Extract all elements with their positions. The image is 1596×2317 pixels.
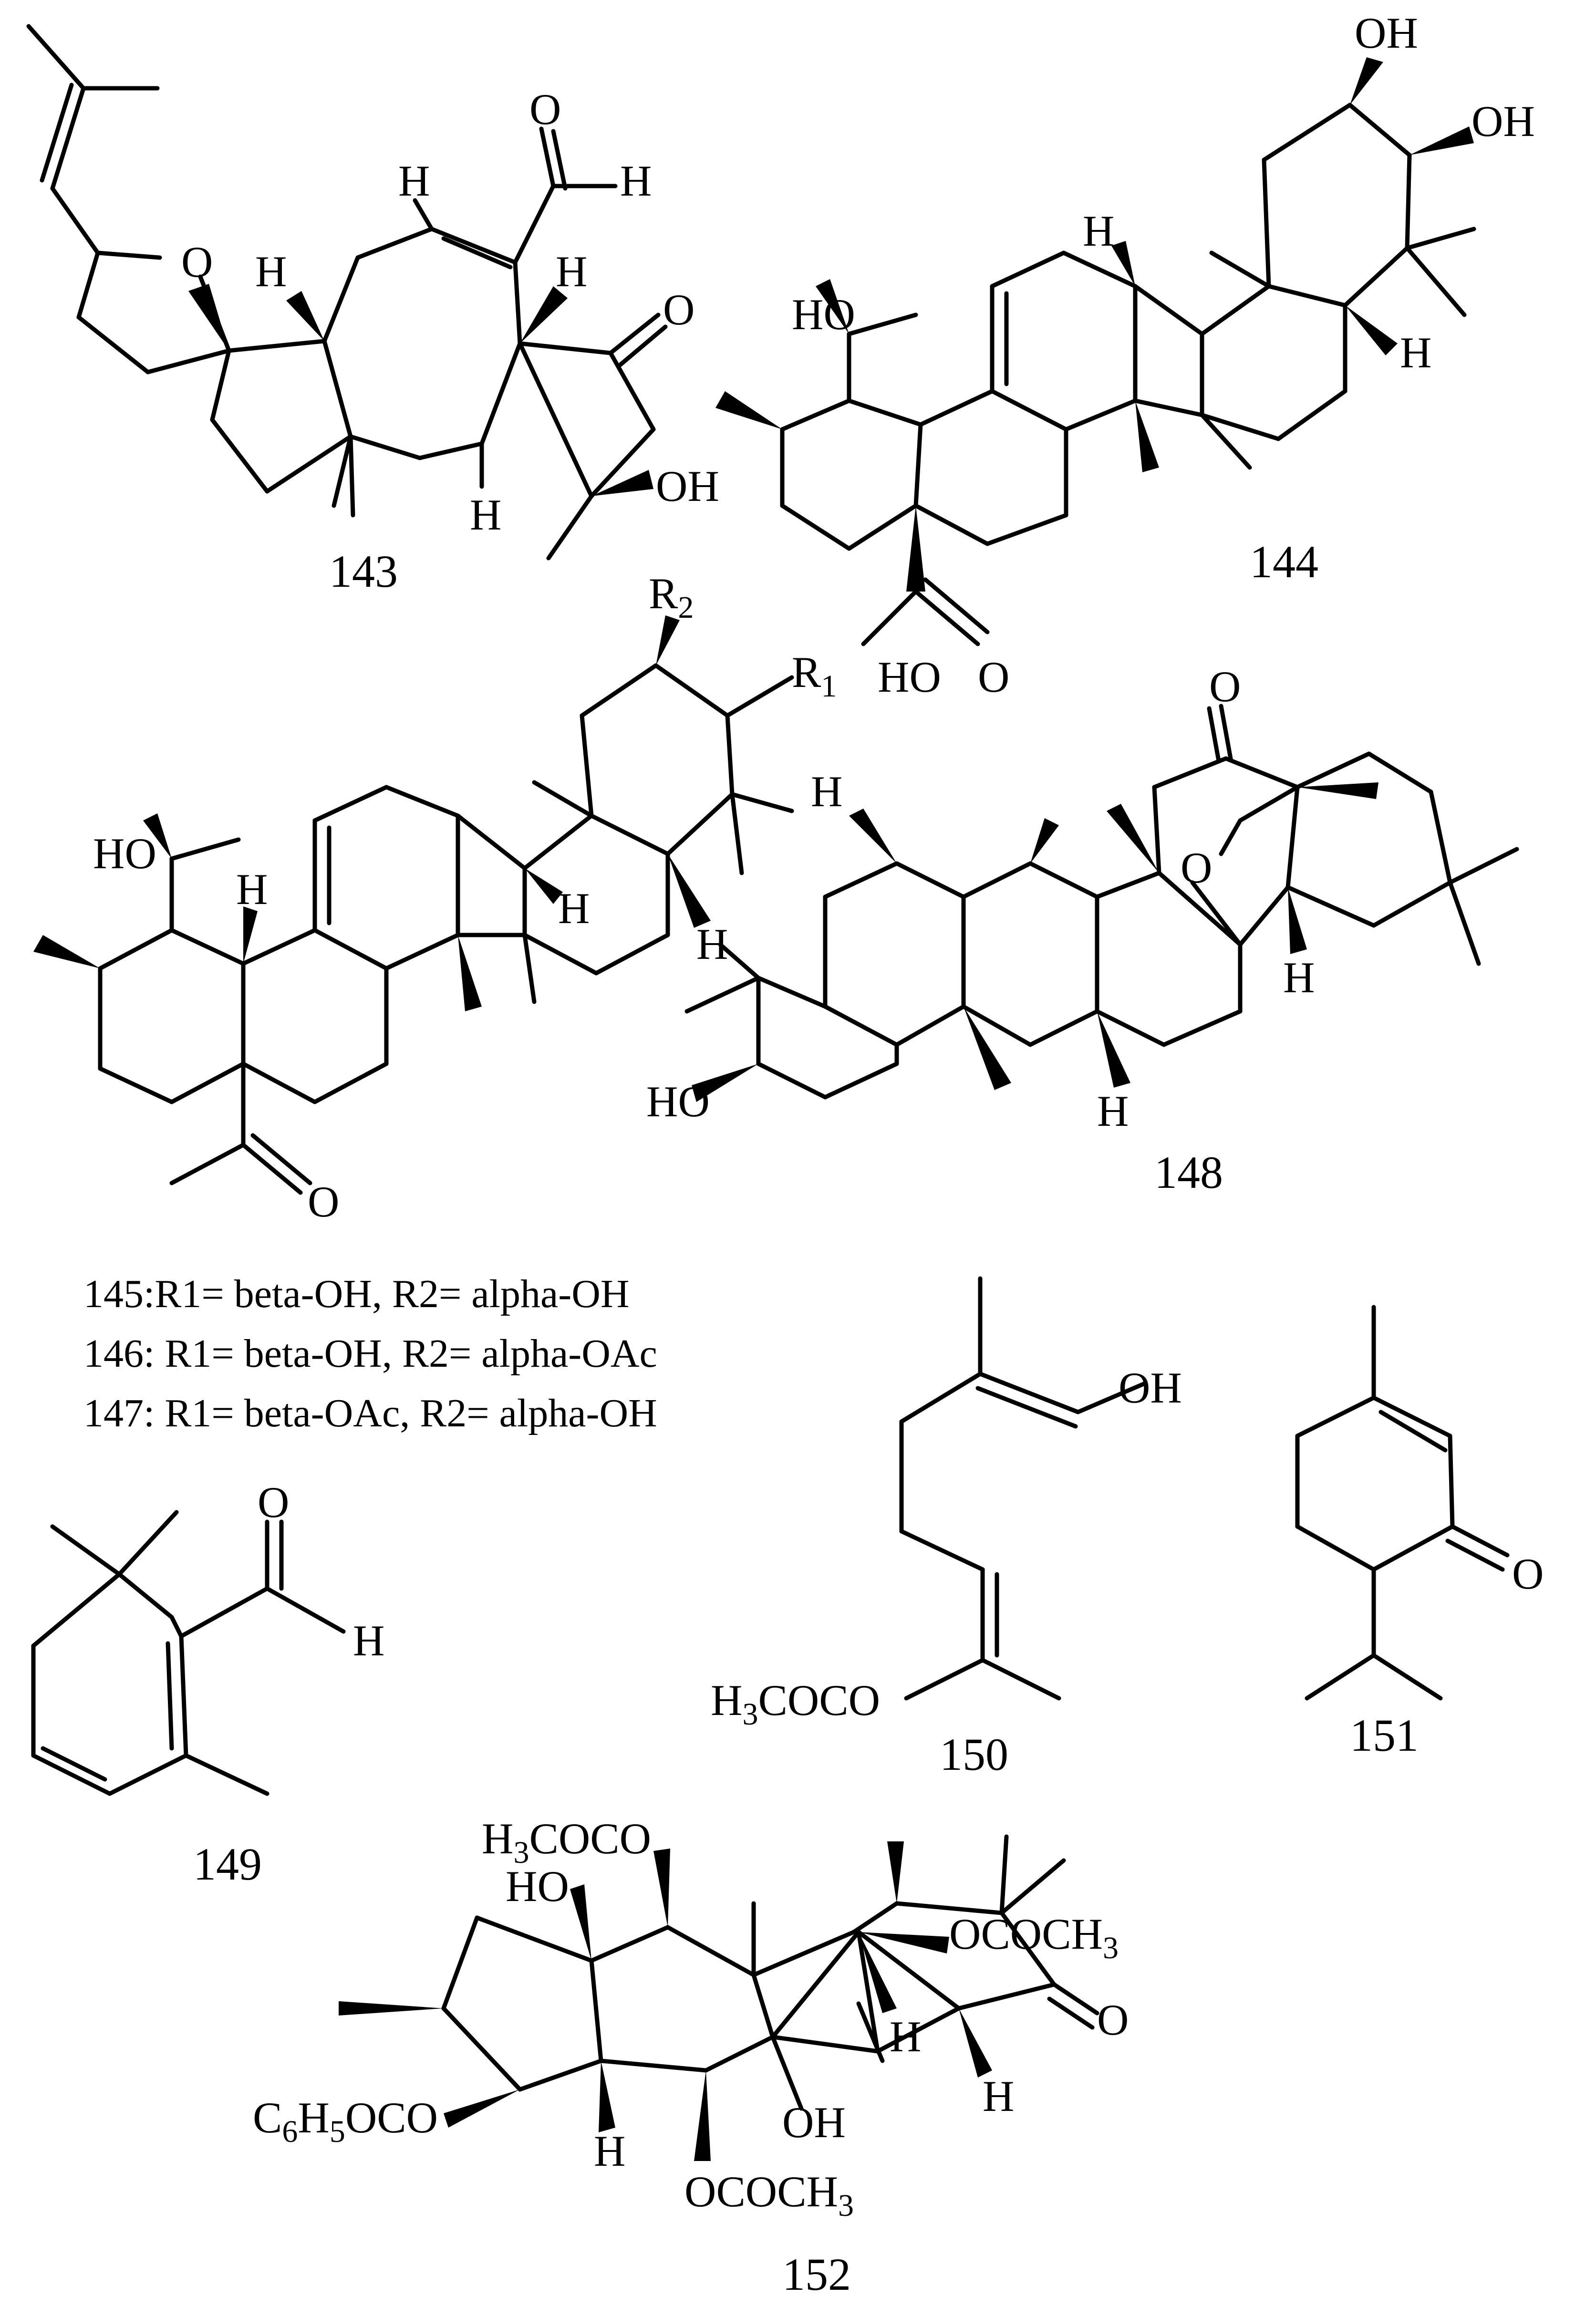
c145-hydroxyl: HO — [93, 829, 156, 878]
compound-143: O O H H O OH H H H 143 — [26, 24, 719, 597]
c148-hydrogen-1: H — [811, 767, 842, 816]
c145-hydrogen-1: H — [236, 865, 268, 914]
compound-number-148: 148 — [1154, 1147, 1223, 1198]
c152-lactone-oxygen: O — [1097, 1995, 1129, 2044]
c143-hydroxyl: OH — [656, 462, 719, 510]
compound-145-core: R2 R1 HO H H H O — [33, 569, 837, 1226]
c148-hydrogen-2: H — [1283, 953, 1315, 1002]
c144-acid-hydroxyl: HO — [878, 653, 941, 701]
c152-hydrogen-3: H — [983, 2072, 1014, 2120]
compound-number-152: 152 — [782, 2249, 851, 2300]
c152-bottom-acetoxy: OCOCH3 — [684, 2167, 854, 2223]
compound-151: O 151 — [1295, 1305, 1544, 1761]
c148-ketone-oxygen: O — [1209, 662, 1241, 711]
compound-number-150: 150 — [940, 1729, 1008, 1780]
c145-r1-label: R1 — [792, 648, 837, 704]
compound-number-144: 144 — [1250, 536, 1318, 587]
compound-150: OH 150 — [899, 1276, 1182, 1780]
c152-hydroxyl-lower: OH — [782, 2098, 846, 2147]
c143-junction-hydrogen-2: H — [556, 247, 587, 296]
c152-hydrogen-2: H — [890, 2012, 921, 2061]
legend-line-145: 145:R1= beta-OH, R2= alpha-OH — [83, 1272, 630, 1316]
c143-aldehyde-hydrogen: H — [620, 156, 652, 205]
c144-hydrogen-2: H — [1400, 328, 1431, 377]
c152-left-acetoxy: H3COCO — [482, 1814, 651, 1870]
c144-hydroxyl-ring-a: HO — [792, 290, 855, 339]
c145-r2-label: R2 — [649, 569, 694, 625]
compound-number-143: 143 — [329, 546, 398, 597]
c149-aldehyde-oxygen: O — [258, 1478, 289, 1527]
c143-ring-oxygen: O — [181, 238, 213, 286]
c143-junction-hydrogen-1: H — [255, 247, 287, 296]
compound-number-149: 149 — [193, 1839, 262, 1890]
compound-148: O O H H H HO 148 — [646, 662, 1519, 1198]
c152-right-acetoxy: OCOCH3 — [949, 1910, 1119, 1965]
c150-hydroxyl: OH — [1119, 1363, 1182, 1412]
legend-line-146: 146: R1= beta-OH, R2= alpha-OAc — [83, 1331, 657, 1376]
c152-hydrogen-1: H — [594, 2127, 625, 2175]
c152-hydroxyl-left: HO — [506, 1862, 569, 1911]
compound-152: H3COCO H3COCO OCOCH3 C6H5OCO OCOCH3 HO O… — [253, 1676, 1129, 2300]
c149-aldehyde-hydrogen: H — [353, 1616, 384, 1665]
c143-aldehyde-oxygen: O — [529, 85, 561, 134]
compound-149: O H 149 — [31, 1478, 384, 1890]
c145-hydrogen-3: H — [696, 920, 728, 968]
c148-bridge-oxygen: O — [1181, 843, 1212, 892]
c151-ketone-oxygen: O — [1512, 1549, 1544, 1598]
compound-144: OH OH HO H H HO O 144 — [715, 9, 1535, 701]
c143-ketone-oxygen: O — [663, 285, 694, 334]
c143-junction-hydrogen-3: H — [470, 490, 501, 539]
c144-hydrogen-1: H — [1083, 207, 1114, 255]
c144-hydroxyl-right: OH — [1472, 97, 1535, 145]
substituent-legend: 145:R1= beta-OH, R2= alpha-OH 146: R1= b… — [83, 1272, 657, 1435]
compound-number-151: 151 — [1350, 1710, 1419, 1761]
c152-benzoyloxy: C6H5OCO — [253, 2093, 438, 2149]
c145-hydrogen-2: H — [558, 884, 590, 933]
c148-hydroxyl: HO — [646, 1077, 710, 1126]
c152-top-acetoxy: H3COCO — [711, 1676, 880, 1732]
c143-vinyl-hydrogen: H — [398, 156, 430, 205]
legend-line-147: 147: R1= beta-OAc, R2= alpha-OH — [83, 1391, 657, 1435]
c144-hydroxyl-top: OH — [1355, 9, 1418, 57]
c148-hydrogen-3: H — [1097, 1087, 1129, 1135]
c144-acid-oxygen: O — [978, 653, 1009, 701]
c145-acetyl-oxygen: O — [308, 1177, 339, 1226]
